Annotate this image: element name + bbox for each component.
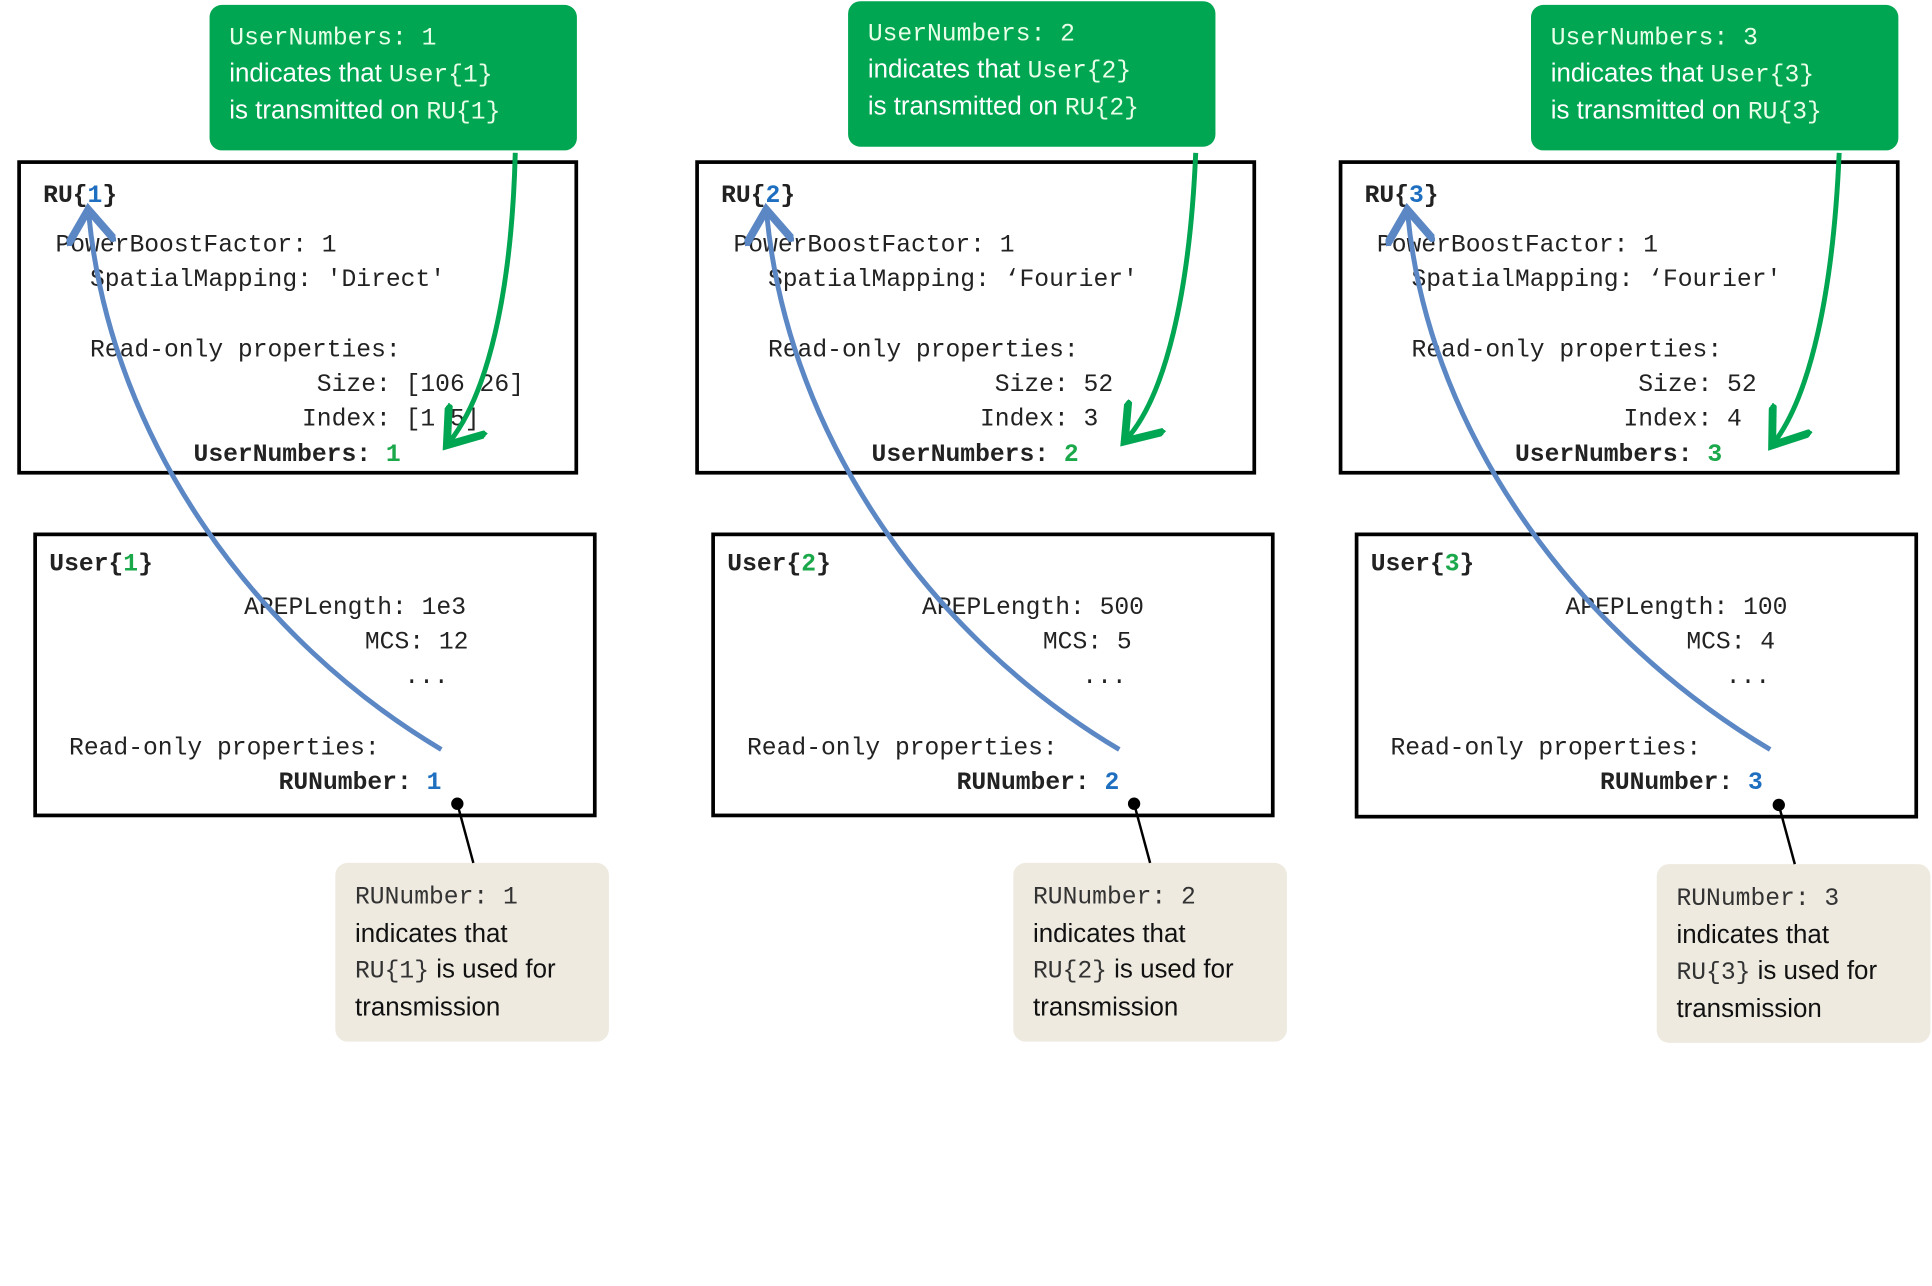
readonly-label: Read-only properties: [767, 336, 1079, 365]
usernumbers-line: UserNumbers: 2 [871, 441, 1079, 470]
callout-code-line: RUNumber: 1 [355, 883, 518, 913]
size-line: Size: 52 [1638, 371, 1757, 400]
ru-title: RU{1} [43, 182, 118, 211]
ru-title: RU{2} [721, 182, 796, 211]
readonly-label: Read-only properties: [69, 734, 380, 764]
ru-box-3: RU{3} PowerBoostFactor: 1 SpatialMapping… [1338, 160, 1900, 475]
runumber-callout-2: RUNumber: 2 indicates that RU{2} is used… [1013, 862, 1287, 1042]
usernumbers-line: UserNumbers: 3 [1514, 441, 1723, 470]
ellipsis: ... [404, 663, 449, 692]
connector-overlay [0, 152, 1842, 865]
size-line: Size: 52 [994, 371, 1114, 400]
ellipsis: ... [1082, 663, 1127, 692]
callout-code-line: RUNumber: 2 [1033, 883, 1196, 913]
apep-length-line: APEPLength: 100 [1565, 594, 1788, 623]
usernumbers-line: UserNumbers: 1 [193, 441, 401, 470]
power-boost-line: PowerBoostFactor: 1 [733, 231, 1015, 261]
runumber-line: RUNumber: 1 [278, 769, 442, 798]
readonly-label: Read-only properties: [1390, 734, 1702, 764]
user-title: User{1} [49, 551, 153, 580]
runumber-line: RUNumber: 3 [1600, 769, 1763, 798]
spatial-mapping-line: SpatialMapping: ‘Fourier' [1411, 266, 1782, 295]
index-line: Index: 4 [1623, 405, 1742, 434]
runumber-callout-1: RUNumber: 1 indicates that RU{1} is used… [335, 862, 609, 1042]
ru-title: RU{3} [1364, 182, 1439, 211]
mcs-line: MCS: 12 [364, 628, 469, 658]
user-box-1: User{1} APEPLength: 1e3 MCS: 12 ... Read… [33, 532, 597, 818]
spatial-mapping-line: SpatialMapping: 'Direct' [89, 266, 446, 295]
usernumbers-callout-1: UserNumbers: 1 indicates that User{1} is… [209, 4, 577, 151]
user-title: User{2} [727, 551, 831, 580]
readonly-label: Read-only properties: [747, 734, 1058, 764]
power-boost-line: PowerBoostFactor: 1 [55, 231, 337, 261]
user-title: User{3} [1370, 551, 1475, 580]
usernumbers-callout-3: UserNumbers: 3 indicates that User{3} is… [1531, 4, 1899, 151]
spatial-mapping-line: SpatialMapping: ‘Fourier' [767, 266, 1138, 295]
size-line: Size: [106 26] [316, 371, 524, 400]
callout-code-line: UserNumbers: 3 [1550, 24, 1758, 54]
mcs-line: MCS: 5 [1042, 628, 1132, 658]
index-line: Index: [1 5] [302, 405, 480, 434]
callout-code-line: UserNumbers: 1 [229, 24, 437, 54]
runumber-line: RUNumber: 2 [956, 769, 1120, 798]
readonly-label: Read-only properties: [1411, 336, 1723, 365]
runumber-callout-3: RUNumber: 3 indicates that RU{3} is used… [1656, 864, 1931, 1043]
readonly-label: Read-only properties: [89, 336, 401, 365]
apep-length-line: APEPLength: 500 [922, 594, 1144, 623]
callout-code-line: RUNumber: 3 [1676, 885, 1840, 914]
usernumbers-callout-2: UserNumbers: 2 indicates that User{2} is… [848, 1, 1216, 147]
ru-box-2: RU{2} PowerBoostFactor: 1 SpatialMapping… [695, 160, 1257, 475]
callout-code-line: UserNumbers: 2 [867, 20, 1075, 50]
user-box-3: User{3} APEPLength: 100 MCS: 4 ... Read-… [1354, 532, 1919, 819]
ru-box-1: RU{1} PowerBoostFactor: 1 SpatialMapping… [17, 160, 579, 475]
user-box-2: User{2} APEPLength: 500 MCS: 5 ... Read-… [711, 532, 1275, 818]
ellipsis: ... [1725, 663, 1771, 692]
index-line: Index: 3 [979, 405, 1099, 434]
apep-length-line: APEPLength: 1e3 [244, 594, 466, 623]
power-boost-line: PowerBoostFactor: 1 [1376, 231, 1659, 261]
mcs-line: MCS: 4 [1686, 628, 1776, 658]
